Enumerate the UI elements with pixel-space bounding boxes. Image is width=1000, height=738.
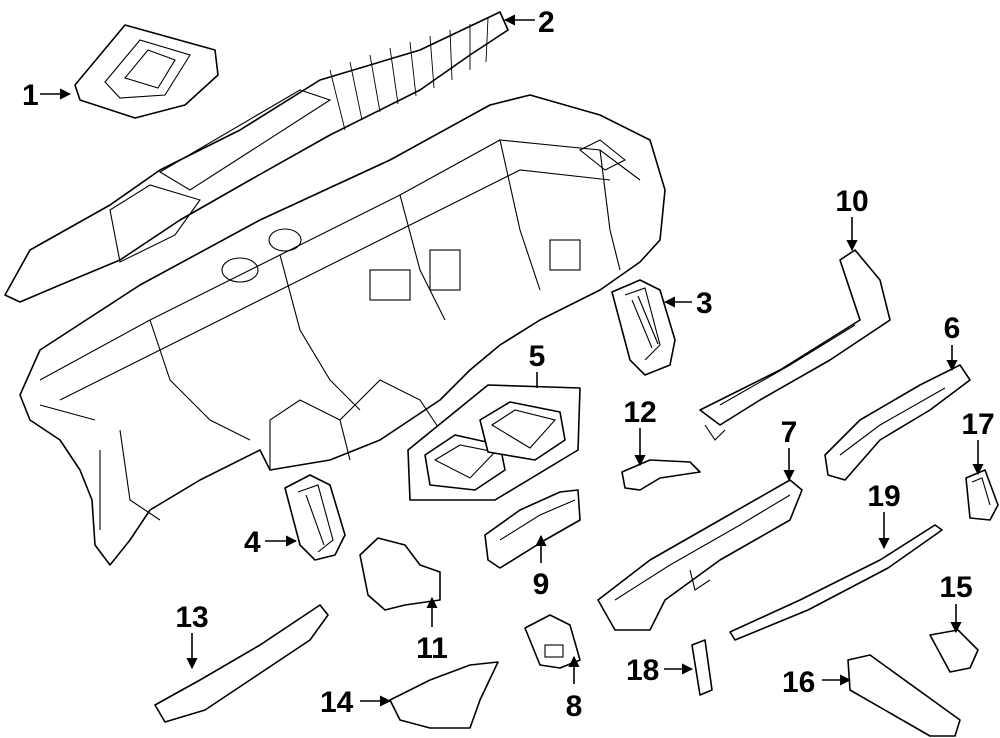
part-8-clip[interactable] xyxy=(524,614,581,669)
callout-11: 11 xyxy=(416,632,448,665)
part-18-clip[interactable] xyxy=(691,639,713,696)
part-5-center-vents[interactable] xyxy=(407,384,581,501)
callout-1: 1 xyxy=(22,79,39,112)
callout-12: 12 xyxy=(623,396,656,429)
callout-9: 9 xyxy=(533,568,550,601)
callout-6: 6 xyxy=(944,312,961,345)
callout-17: 17 xyxy=(961,408,994,441)
callout-3: 3 xyxy=(696,287,713,320)
callout-15: 15 xyxy=(939,571,972,604)
part-1-bezel[interactable] xyxy=(74,24,219,119)
part-11-bracket[interactable] xyxy=(359,537,441,611)
part-14-lower-trim[interactable] xyxy=(389,661,499,729)
callout-13: 13 xyxy=(175,601,208,634)
part-7-lower-panel[interactable] xyxy=(597,479,803,631)
callout-2: 2 xyxy=(538,6,555,39)
part-17-trim-cap[interactable] xyxy=(965,469,999,521)
callout-5: 5 xyxy=(529,340,546,373)
callout-10: 10 xyxy=(835,185,868,218)
callout-labels: 1 2 3 4 5 6 7 8 9 10 11 12 13 14 15 16 1… xyxy=(22,6,995,723)
part-19-trim-strip[interactable] xyxy=(729,524,943,641)
callout-19: 19 xyxy=(867,480,900,513)
part-12-bracket[interactable] xyxy=(621,459,701,491)
callout-8: 8 xyxy=(566,690,583,723)
instrument-panel-frame xyxy=(19,94,666,566)
part-10-upper-trim[interactable] xyxy=(699,249,891,441)
part-15-clip[interactable] xyxy=(929,629,979,673)
callout-18: 18 xyxy=(626,654,659,687)
callout-16: 16 xyxy=(782,666,815,699)
part-4-side-vent[interactable] xyxy=(284,474,346,561)
part-2-dash-top-cover[interactable] xyxy=(4,11,509,303)
callout-14: 14 xyxy=(320,686,354,719)
part-9-duct[interactable] xyxy=(484,489,581,569)
callout-4: 4 xyxy=(244,526,261,559)
part-3-side-vent[interactable] xyxy=(611,279,676,376)
part-16-glove-panel[interactable] xyxy=(847,654,961,737)
callout-7: 7 xyxy=(781,416,798,449)
leader-lines xyxy=(40,14,984,707)
part-6-side-trim[interactable] xyxy=(824,364,971,481)
part-13-lower-trim[interactable] xyxy=(154,604,329,723)
